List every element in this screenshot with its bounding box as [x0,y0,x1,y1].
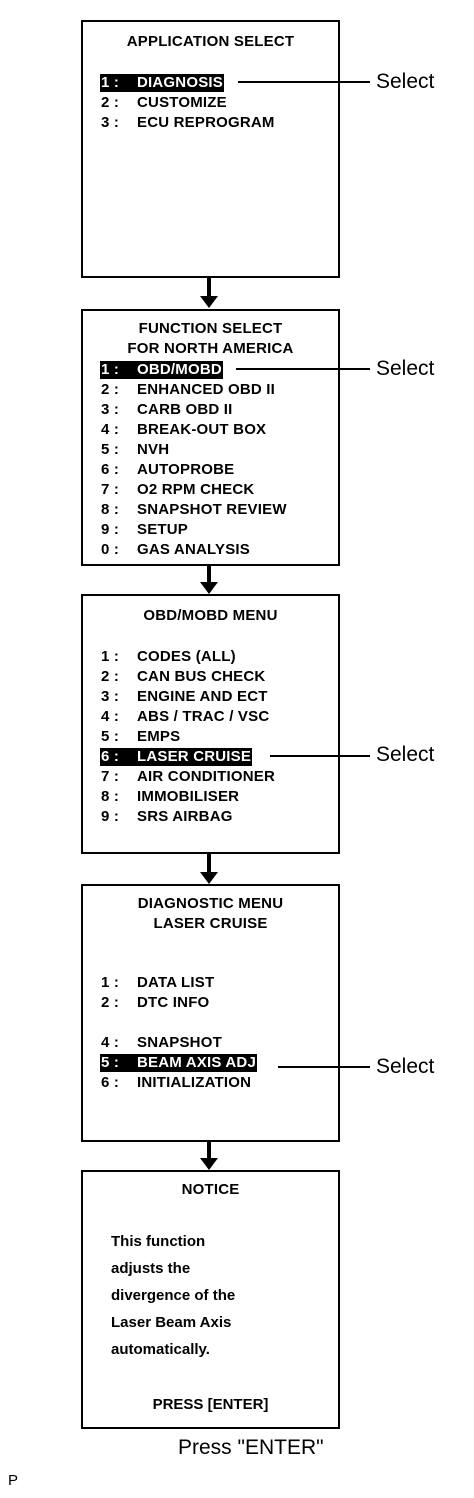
menu-item-air-conditioner[interactable]: 7 :AIR CONDITIONER [101,768,275,785]
notice-body-line: divergence of the [111,1287,236,1304]
notice-title: NOTICE [181,1181,240,1198]
menu-item-gas-analysis[interactable]: 0 :GAS ANALYSIS [101,541,250,558]
select-leader-line [278,1066,370,1068]
menu-item-laser-cruise[interactable]: 6 :LASER CRUISE [100,748,253,766]
menu-item-setup[interactable]: 9 :SETUP [101,521,189,538]
menu-item-emps[interactable]: 5 :EMPS [101,728,181,745]
menu-item-carb-obd-ii[interactable]: 3 :CARB OBD II [101,401,233,418]
down-arrow-icon [200,582,218,594]
screen-title: OBD/MOBD MENU [143,607,278,624]
menu-item-abs-trac-vsc[interactable]: 4 :ABS / TRAC / VSC [101,708,270,725]
page-mark: P [8,1472,19,1489]
flow-arrow-shaft [207,566,211,584]
screen-subtitle: LASER CRUISE [153,915,268,932]
menu-item-immobiliser[interactable]: 8 :IMMOBILISER [101,788,240,805]
select-label: Select [376,357,435,380]
menu-item-beam-axis-adj[interactable]: 5 :BEAM AXIS ADJ [100,1054,258,1072]
select-leader-line [270,755,370,757]
down-arrow-icon [200,296,218,308]
notice-body-line: Laser Beam Axis [111,1314,232,1331]
menu-item-ecu-reprogram[interactable]: 3 :ECU REPROGRAM [101,114,275,131]
menu-item-obd-mobd[interactable]: 1 :OBD/MOBD [100,361,223,379]
screen-title: FUNCTION SELECT [138,320,283,337]
menu-item-engine-and-ect[interactable]: 3 :ENGINE AND ECT [101,688,268,705]
menu-item-autoprobe[interactable]: 6 :AUTOPROBE [101,461,235,478]
function-select-screen: FUNCTION SELECT FOR NORTH AMERICA 1 :OBD… [81,309,340,566]
menu-item-break-out-box[interactable]: 4 :BREAK-OUT BOX [101,421,267,438]
screen-subtitle: FOR NORTH AMERICA [127,340,294,357]
notice-screen: NOTICE This function adjusts the diverge… [81,1170,340,1429]
select-label: Select [376,70,435,93]
menu-item-can-bus-check[interactable]: 2 :CAN BUS CHECK [101,668,266,685]
menu-item-data-list[interactable]: 1 :DATA LIST [101,974,215,991]
menu-item-o2-rpm-check[interactable]: 7 :O2 RPM CHECK [101,481,255,498]
flow-arrow-shaft [207,1142,211,1160]
screen-title: APPLICATION SELECT [126,33,295,50]
obd-mobd-menu-screen: OBD/MOBD MENU 1 :CODES (ALL) 2 :CAN BUS … [81,594,340,854]
select-leader-line [238,81,370,83]
menu-item-dtc-info[interactable]: 2 :DTC INFO [101,994,210,1011]
application-select-screen: APPLICATION SELECT 1 :DIAGNOSIS 2 :CUSTO… [81,20,340,278]
menu-item-initialization[interactable]: 6 :INITIALIZATION [101,1074,252,1091]
notice-body-line: adjusts the [111,1260,191,1277]
press-enter-prompt[interactable]: PRESS [ENTER] [152,1396,269,1413]
down-arrow-icon [200,1158,218,1170]
flow-arrow-shaft [207,278,211,298]
down-arrow-icon [200,872,218,884]
menu-item-codes-all[interactable]: 1 :CODES (ALL) [101,648,236,665]
flow-arrow-shaft [207,854,211,874]
press-enter-caption: Press "ENTER" [178,1436,324,1459]
select-leader-line [236,368,370,370]
menu-item-srs-airbag[interactable]: 9 :SRS AIRBAG [101,808,233,825]
diagnostic-menu-screen: DIAGNOSTIC MENU LASER CRUISE 1 :DATA LIS… [81,884,340,1142]
screen-title: DIAGNOSTIC MENU [137,895,284,912]
menu-item-snapshot[interactable]: 4 :SNAPSHOT [101,1034,222,1051]
select-label: Select [376,743,435,766]
menu-item-nvh[interactable]: 5 :NVH [101,441,170,458]
notice-body-line: This function [111,1233,206,1250]
menu-item-customize[interactable]: 2 :CUSTOMIZE [101,94,227,111]
notice-body-line: automatically. [111,1341,210,1358]
menu-item-enhanced-obd-ii[interactable]: 2 :ENHANCED OBD II [101,381,276,398]
menu-item-snapshot-review[interactable]: 8 :SNAPSHOT REVIEW [101,501,287,518]
menu-item-diagnosis[interactable]: 1 :DIAGNOSIS [100,74,224,92]
select-label: Select [376,1055,435,1078]
